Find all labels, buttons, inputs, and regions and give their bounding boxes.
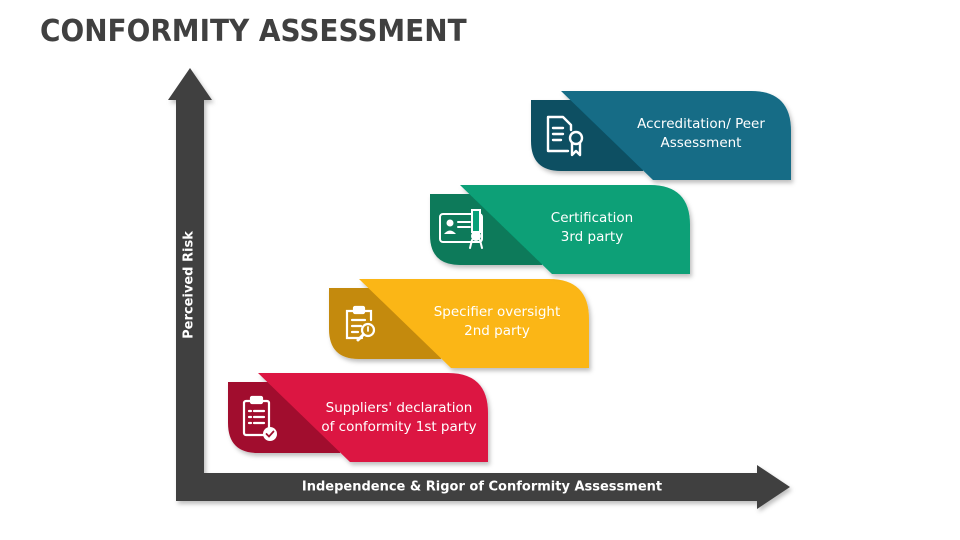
certificate-id-icon bbox=[439, 209, 483, 249]
step-4-line2: Assessment bbox=[660, 135, 742, 151]
step-2-main bbox=[359, 279, 589, 368]
step-2-line1: Specifier oversight bbox=[433, 304, 561, 320]
y-axis-label: Perceived Risk bbox=[181, 231, 197, 339]
clipboard-search-icon bbox=[345, 305, 376, 342]
step-4-line1: Accreditation/ Peer bbox=[637, 116, 765, 132]
step-3-line1: Certification bbox=[550, 210, 634, 226]
page-title: CONFORMITY ASSESSMENT bbox=[40, 14, 467, 49]
step-3 bbox=[430, 185, 690, 274]
step-3-main bbox=[460, 185, 690, 274]
document-award-icon bbox=[546, 115, 584, 157]
step-4-main bbox=[561, 91, 791, 180]
step-2 bbox=[329, 279, 589, 368]
step-1-label: Suppliers' declaration of conformity 1st… bbox=[321, 399, 476, 437]
step-4-label: Accreditation/ Peer Assessment bbox=[637, 115, 765, 153]
step-1-line2: of conformity 1st party bbox=[321, 419, 477, 435]
step-1-line1: Suppliers' declaration bbox=[325, 400, 473, 416]
step-3-label: Certification 3rd party bbox=[551, 209, 633, 247]
step-1-main bbox=[258, 373, 488, 462]
x-axis-label: Independence & Rigor of Conformity Asses… bbox=[301, 479, 663, 495]
step-2-label: Specifier oversight 2nd party bbox=[434, 303, 561, 341]
clipboard-checklist-icon bbox=[242, 395, 277, 441]
step-3-line2: 3rd party bbox=[560, 229, 624, 245]
step-2-line2: 2nd party bbox=[464, 323, 530, 339]
